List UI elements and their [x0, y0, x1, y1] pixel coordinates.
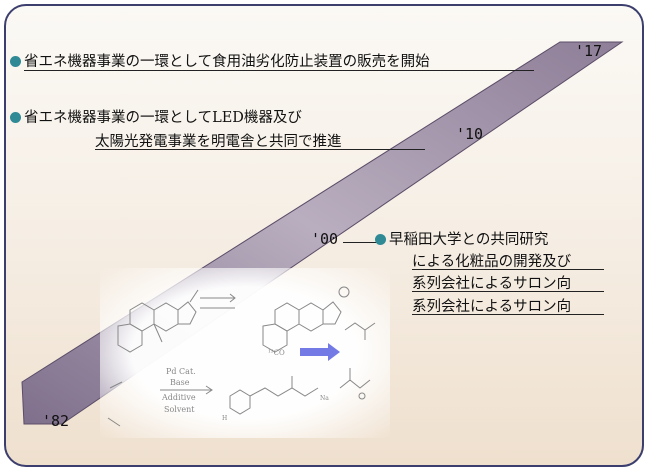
- event-2000-underline-3: [412, 291, 604, 292]
- event-2000-line3: 系列会社によるサロン向: [412, 276, 572, 292]
- event-2010-line2: 太陽光発電事業を明電舎と共同で推進: [95, 134, 342, 150]
- event-2000-underline-2: [412, 269, 604, 270]
- event-2000-underline-4: [412, 314, 604, 315]
- event-2000-line2: による化粧品の開発及び: [412, 254, 572, 270]
- event-2010-text-1: 省エネ機器事業の一環としてLED機器及び: [24, 110, 302, 126]
- reagent-3: Additive: [161, 393, 196, 402]
- year-1982: '82: [42, 412, 70, 430]
- event-2017-text: 省エネ機器事業の一環として食用油劣化防止装置の販売を開始: [24, 54, 430, 70]
- year-2000: '00: [311, 230, 339, 248]
- h-label: H: [222, 415, 227, 422]
- event-2000-line4: 系列会社によるサロン向: [412, 299, 572, 315]
- event-2010-line1: 省エネ機器事業の一環としてLED機器及び: [10, 106, 302, 127]
- year-2010: '10: [456, 125, 484, 143]
- bullet-icon: [375, 233, 386, 245]
- reagent-2: Base: [170, 378, 190, 387]
- co-label: ¹³CO: [268, 349, 285, 357]
- chemistry-figure: Pd Cat. Base Additive Solvent ¹³CO Na H: [100, 268, 390, 438]
- chemistry-figure-drawing: Pd Cat. Base Additive Solvent ¹³CO Na H: [107, 286, 376, 427]
- event-2017: 省エネ機器事業の一環として食用油劣化防止装置の販売を開始: [10, 50, 430, 71]
- na-label: Na: [320, 395, 329, 402]
- event-2000-text-1: 早稲田大学との共同研究: [389, 232, 549, 248]
- event-2000-connector: [343, 242, 383, 243]
- event-2010-underline: [95, 149, 425, 150]
- event-2000-line1: 早稲田大学との共同研究: [375, 228, 548, 249]
- bullet-icon: [10, 55, 21, 67]
- event-2017-underline: [24, 70, 534, 71]
- reagent-1: Pd Cat.: [166, 367, 196, 376]
- reagent-4: Solvent: [164, 405, 195, 414]
- blue-arrow-icon: [300, 343, 340, 361]
- bullet-icon: [10, 111, 21, 123]
- year-2017: '17: [575, 42, 603, 60]
